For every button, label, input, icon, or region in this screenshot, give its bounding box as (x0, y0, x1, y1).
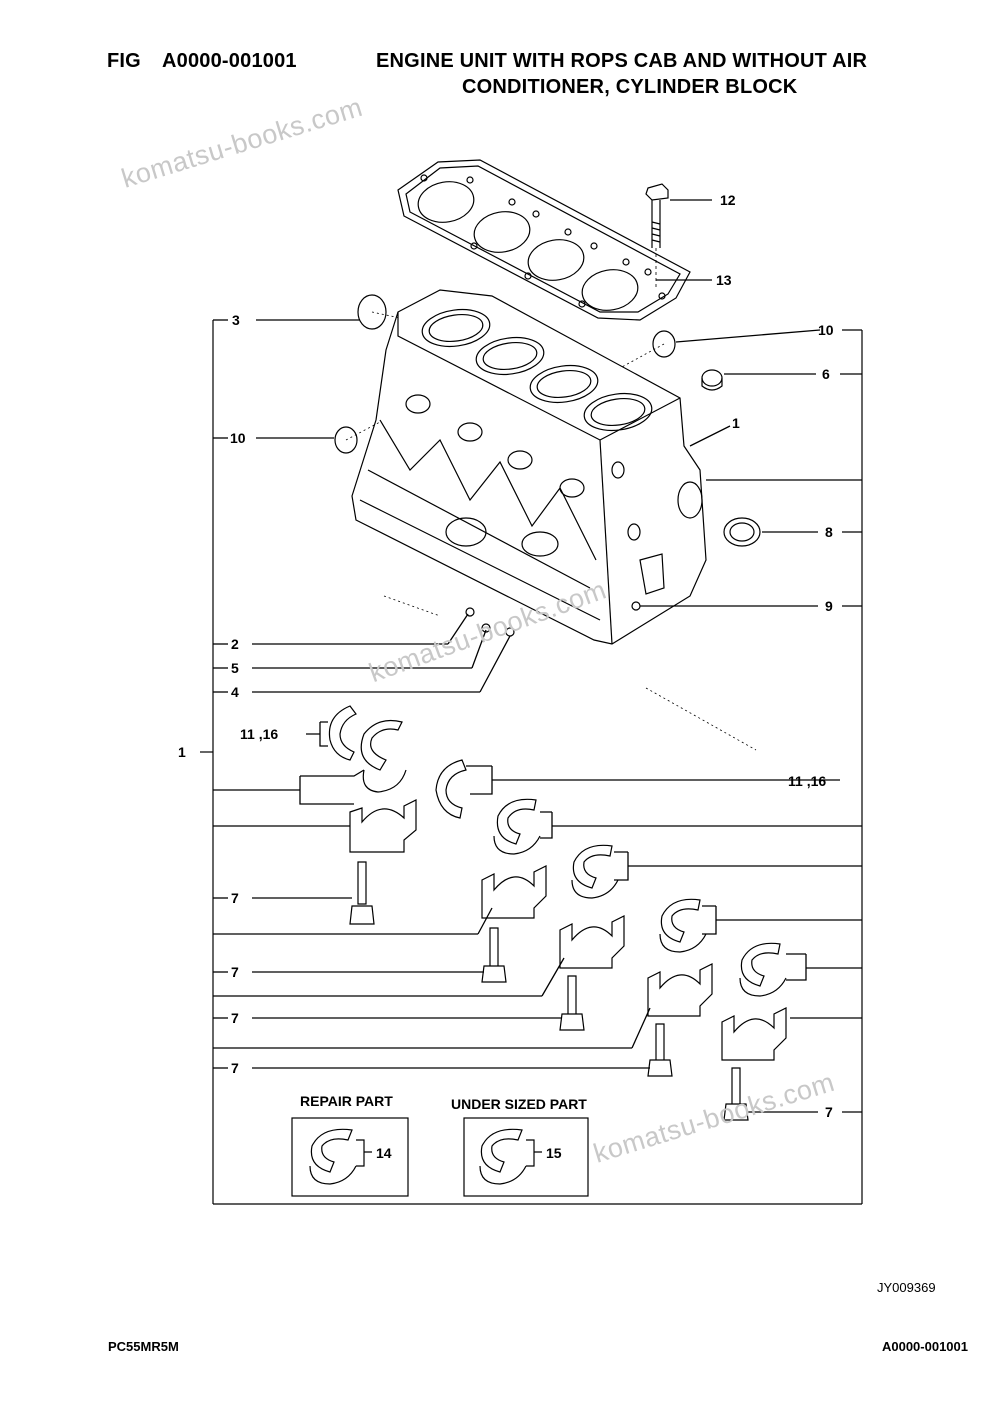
page-title-line-1: ENGINE UNIT WITH ROPS CAB AND WITHOUT AI… (376, 50, 868, 72)
head-gasket-drawing (397, 159, 691, 321)
repair-part-title: REPAIR PART (300, 1093, 393, 1109)
callout-7-c: 7 (231, 1010, 239, 1026)
repair-shell-drawing (309, 1128, 372, 1185)
plug-10-side-drawing (334, 426, 358, 454)
callout-1-group: 1 (178, 744, 186, 760)
callout-3: 3 (232, 312, 240, 328)
main-bearing-parts-drawing (328, 705, 787, 1121)
page-title-line-2: CONDITIONER, CYLINDER BLOCK (462, 76, 798, 98)
callout-7-b: 7 (231, 964, 239, 980)
plug-10-top-drawing (652, 330, 676, 358)
plug-6-drawing (701, 369, 723, 391)
callout-5: 5 (231, 660, 239, 676)
callout-7-a: 7 (231, 890, 239, 906)
under-sized-part-box (463, 1117, 589, 1197)
callout-11-16-left: 11 ,16 (240, 726, 278, 742)
cylinder-block-drawing (351, 289, 707, 645)
callout-13: 13 (716, 272, 732, 288)
left-bracket (200, 320, 862, 1205)
callout-12: 12 (720, 192, 736, 208)
repair-part-box (291, 1117, 409, 1197)
callout-8: 8 (825, 524, 833, 540)
callout-1-block: 1 (732, 415, 740, 431)
footer-fig-code: A0000-001001 (881, 1339, 968, 1354)
callout-2: 2 (231, 636, 239, 652)
callout-10-right: 10 (818, 322, 834, 338)
fig-code: A0000-001001 (162, 50, 297, 72)
under-sized-shell-drawing (479, 1128, 542, 1185)
callout-15: 15 (546, 1145, 562, 1161)
head-bolt-drawing (645, 183, 669, 290)
callout-11-16-right: 11 ,16 (788, 773, 826, 789)
callout-4: 4 (231, 684, 239, 700)
callout-7-d: 7 (231, 1060, 239, 1076)
callout-7-e: 7 (825, 1104, 833, 1120)
callout-6: 6 (822, 366, 830, 382)
drawing-id: JY009369 (877, 1280, 936, 1295)
callout-9: 9 (825, 598, 833, 614)
callout-14: 14 (376, 1145, 392, 1161)
callout-10-left: 10 (230, 430, 246, 446)
under-sized-part-title: UNDER SIZED PART (451, 1096, 587, 1112)
plug-3-drawing (357, 294, 387, 330)
footer-model: PC55MR5M (108, 1339, 179, 1354)
fig-label: FIG (107, 50, 141, 72)
bushing-8-drawing (723, 517, 761, 547)
